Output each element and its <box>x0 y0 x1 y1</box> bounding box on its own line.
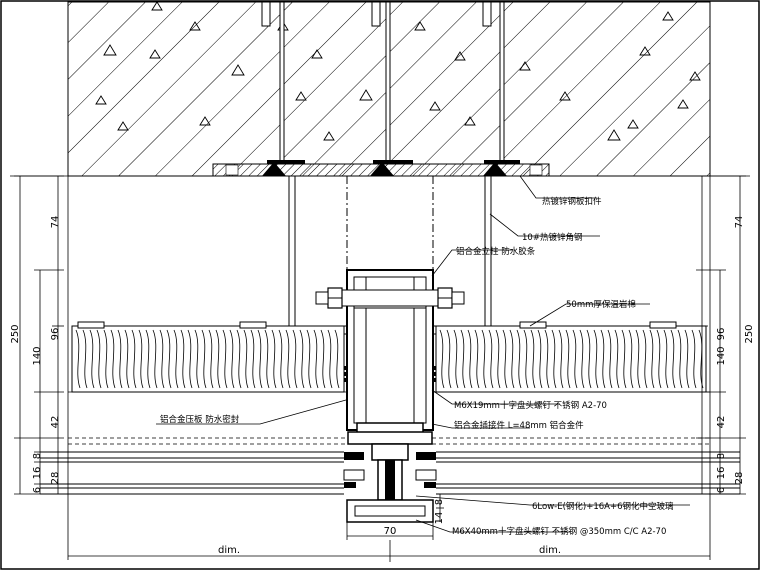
dim-74-right: 74 <box>734 216 745 229</box>
dim-250-right: 250 <box>744 324 755 343</box>
label-screw-m6x40: M6X40mm十字盘头螺钉 不锈钢 @350mm C/C A2-70 <box>452 526 666 537</box>
dim-96-right: 96 <box>716 328 727 341</box>
dim-left-span: dim. <box>218 545 240 556</box>
leader-lines <box>156 175 690 533</box>
dim-28-left: 28 <box>50 472 61 485</box>
label-steel-plate: 热镀锌钢板扣件 <box>542 196 602 207</box>
left-dimension-labels: 74 96 140 250 42 8 16 6 28 <box>10 216 61 494</box>
label-mineral-wool: 50mm厚保温岩棉 <box>566 299 636 310</box>
dim-42-right: 42 <box>716 416 727 429</box>
label-top-clip: 铝合金压板 防水密封 <box>160 414 240 425</box>
bottom-dimension-lines <box>68 494 710 562</box>
dim-140-left: 140 <box>32 346 43 365</box>
embedded-steel-plate <box>212 160 550 177</box>
dim-96-left: 96 <box>50 328 61 341</box>
dim-8-left: 8 <box>32 453 43 459</box>
dim-70: 70 <box>384 526 397 537</box>
concrete-wall <box>67 1 711 177</box>
dim-16-right: 16 <box>716 467 727 480</box>
dim-140-right: 140 <box>716 346 727 365</box>
left-dimension-chain <box>14 175 64 495</box>
callout-labels: 热镀锌钢板扣件 10#热镀锌角钢 铝合金立柱 防水胶条 50mm厚保温岩棉 M6… <box>160 196 674 537</box>
label-steel-bracket: 10#热镀锌角钢 <box>522 232 582 243</box>
dim-8-right: 8 <box>716 453 727 459</box>
mineral-wool-insulation <box>71 321 707 393</box>
dim-42-left: 42 <box>50 416 61 429</box>
dim-250-left: 250 <box>10 324 21 343</box>
dim-8-bottom: 8 <box>434 499 445 505</box>
glass-panels <box>40 451 740 495</box>
label-glass: 6Low-E(钢化)+16A+6钢化中空玻璃 <box>532 501 674 512</box>
aluminum-mullion <box>315 269 465 523</box>
label-screw-m6x19: M6X19mm十字盘头螺钉 不锈钢 A2-70 <box>454 400 607 411</box>
dim-28-right: 28 <box>734 472 745 485</box>
dim-6-left: 6 <box>32 487 43 493</box>
dim-right-span: dim. <box>539 545 561 556</box>
right-dimension-labels: 74 96 140 250 42 8 16 6 28 <box>716 216 755 494</box>
dim-6-right: 6 <box>716 487 727 493</box>
bottom-dimension-labels: 70 14 8 dim. dim. <box>218 499 561 556</box>
right-dimension-chain <box>696 175 746 495</box>
dim-16-left: 16 <box>32 467 43 480</box>
dim-74-left: 74 <box>50 216 61 229</box>
label-alu-profile: 铝合金立柱 防水胶条 <box>456 246 536 257</box>
label-alu-clip: 铝合金插接件 L=48mm 铝合金件 <box>454 420 584 431</box>
dim-14: 14 <box>434 512 445 525</box>
